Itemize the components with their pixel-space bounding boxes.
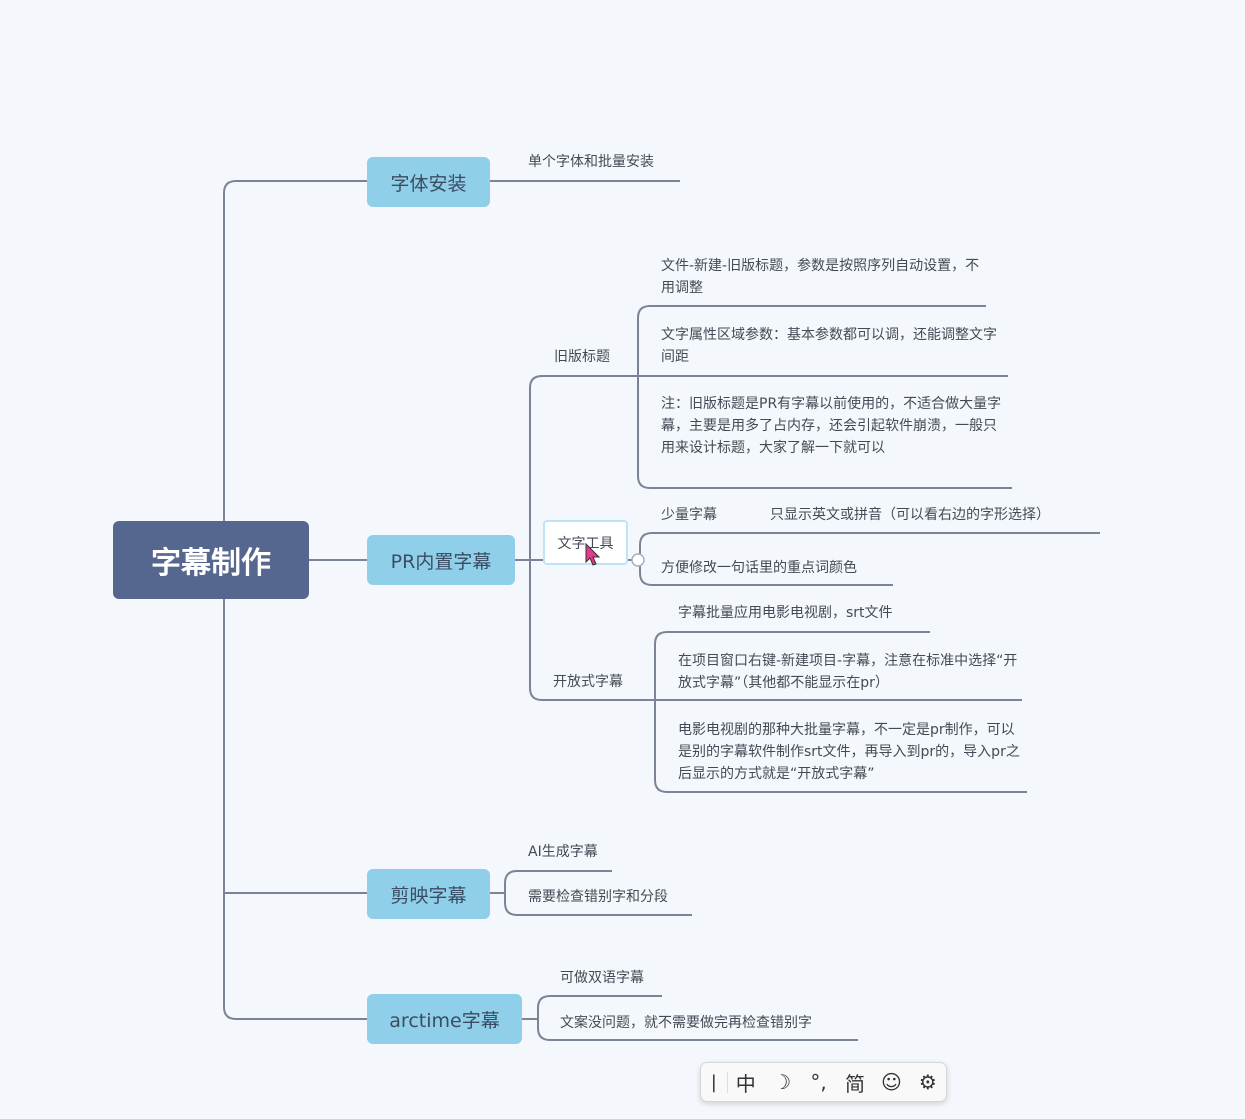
root-node[interactable]: 字幕制作	[113, 521, 309, 599]
ime-settings-gear-icon[interactable]: ⚙	[918, 1070, 937, 1094]
branch-font-install[interactable]: 字体安装	[367, 157, 490, 207]
branch-jianying[interactable]: 剪映字幕	[367, 869, 490, 919]
ime-toolbar: | 中 ☽ °, 简 ☺ ⚙	[700, 1062, 947, 1102]
leaf-text-tool-2[interactable]: 方便修改一句话里的重点词颜色	[661, 560, 857, 576]
mouse-cursor-icon	[585, 543, 601, 566]
leaf-open-caption-3[interactable]: 电影电视剧的那种大批量字幕，不一定是pr制作，可以是别的字幕软件制作srt文件，…	[678, 722, 1020, 782]
ime-punctuation-button[interactable]: °,	[810, 1070, 827, 1094]
leaf-old-title-1[interactable]: 文件-新建-旧版标题，参数是按照序列自动设置，不用调整	[661, 258, 980, 296]
leaf-text-tool-note[interactable]: 只显示英文或拼音（可以看右边的字形选择）	[770, 507, 1050, 523]
leaf-arctime-1[interactable]: 可做双语字幕	[560, 970, 644, 986]
leaf-open-caption-1[interactable]: 字幕批量应用电影电视剧，srt文件	[678, 605, 893, 621]
leaf-font-install[interactable]: 单个字体和批量安装	[528, 154, 654, 170]
branch-pr-captions[interactable]: PR内置字幕	[367, 535, 515, 585]
leaf-old-title-2[interactable]: 文字属性区域参数：基本参数都可以调，还能调整文字间距	[661, 327, 997, 365]
ime-simplified-button[interactable]: 简	[845, 1071, 865, 1096]
ime-drag-handle[interactable]: |	[701, 1071, 728, 1093]
leaf-text-tool-1[interactable]: 少量字幕	[661, 507, 717, 523]
leaf-open-caption-2[interactable]: 在项目窗口右键-新建项目-字幕，注意在标准中选择“开放式字幕”（其他都不能显示在…	[678, 653, 1018, 691]
leaf-old-title-3[interactable]: 注：旧版标题是PR有字幕以前使用的，不适合做大量字幕，主要是用多了占内存，还会引…	[661, 396, 1002, 456]
ime-emoji-icon[interactable]: ☺	[880, 1070, 902, 1094]
leaf-arctime-2[interactable]: 文案没问题，就不需要做完再检查错别字	[560, 1015, 812, 1031]
leaf-jianying-2[interactable]: 需要检查错别字和分段	[528, 889, 668, 905]
sub-open-caption[interactable]: 开放式字幕	[553, 674, 623, 690]
ime-chinese-mode-button[interactable]: 中	[735, 1071, 756, 1096]
sub-old-title[interactable]: 旧版标题	[554, 349, 610, 365]
branch-arctime[interactable]: arctime字幕	[367, 994, 522, 1044]
ime-halfwidth-moon-icon[interactable]: ☽	[773, 1070, 792, 1094]
leaf-jianying-1[interactable]: AI生成字幕	[528, 844, 598, 860]
sub-text-tool-selected[interactable]: 文字工具	[543, 520, 628, 565]
